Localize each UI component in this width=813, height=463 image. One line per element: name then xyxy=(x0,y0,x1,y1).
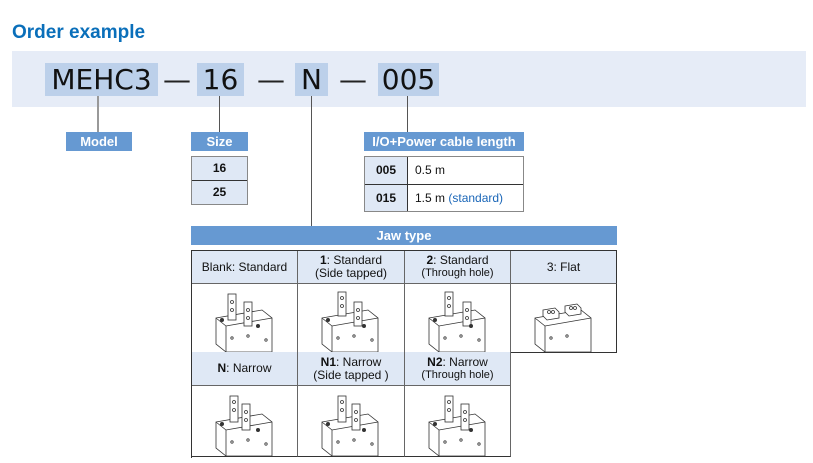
jaw-option-3: 3: Flat xyxy=(511,251,617,284)
jaw-type-label: Jaw type xyxy=(191,226,617,245)
jaw-image-row xyxy=(192,284,617,353)
jaw-code: 2 xyxy=(426,253,434,267)
gripper-narrow-side-tapped-image xyxy=(298,386,405,457)
gripper-icon xyxy=(534,303,591,352)
model-label: Model xyxy=(66,132,132,151)
jaw-label-row: N: Narrow N1: Narrow (Side tapped ) N2: … xyxy=(192,352,511,386)
jaw-connector-line xyxy=(311,96,312,226)
jaw-name: : Standard xyxy=(326,253,383,267)
gripper-icon xyxy=(321,291,379,352)
jaw-code: N2 xyxy=(427,354,443,369)
page-title: Order example xyxy=(12,22,146,43)
jaw-option-text: Blank: Standard xyxy=(201,259,288,274)
jaw-option-text: N1: Narrow xyxy=(320,354,382,369)
jaw-subtitle: (Through hole) xyxy=(421,267,494,279)
separator: — xyxy=(163,63,191,96)
jaw-label-row: Blank: Standard 1: Standard (Side tapped… xyxy=(192,251,617,284)
jaw-name: : Standard xyxy=(231,259,288,274)
gripper-icon xyxy=(215,293,272,352)
jaw-code-chip: N xyxy=(295,63,328,96)
jaw-option-1: 1: Standard (Side tapped) xyxy=(298,251,405,284)
jaw-option-n: N: Narrow xyxy=(192,352,298,386)
jaw-code: Blank xyxy=(201,259,232,274)
jaw-code: N xyxy=(217,361,227,375)
jaw-name: : Narrow xyxy=(226,361,272,375)
cable-code-chip: 005 xyxy=(378,63,439,96)
jaw-image-row xyxy=(192,386,511,457)
jaw-type-row-1: Blank: Standard 1: Standard (Side tapped… xyxy=(191,250,617,353)
model-connector-line xyxy=(97,96,99,132)
jaw-option-text: 2: Standard xyxy=(426,254,488,267)
jaw-type-row-2: N: Narrow N1: Narrow (Side tapped ) N2: … xyxy=(191,352,511,458)
gripper-through-hole-image xyxy=(405,284,511,353)
gripper-side-tapped-image xyxy=(298,284,405,353)
jaw-option-n2: N2: Narrow (Through hole) xyxy=(405,352,511,386)
size-label: Size xyxy=(191,132,248,151)
gripper-icon xyxy=(215,395,272,456)
jaw-name: : Standard xyxy=(433,253,489,267)
separator: — xyxy=(257,63,285,96)
jaw-name: : Flat xyxy=(553,259,581,274)
size-option: 25 xyxy=(192,181,247,204)
model-code-chip: MEHC3 xyxy=(45,63,158,96)
gripper-standard-image xyxy=(192,284,298,353)
cable-length-value: 0.5 m xyxy=(408,157,446,184)
cable-length-value: 1.5 m (standard) xyxy=(408,185,504,211)
jaw-option-2: 2: Standard (Through hole) xyxy=(405,251,511,284)
jaw-option-n1: N1: Narrow (Side tapped ) xyxy=(298,352,405,386)
separator: — xyxy=(339,63,367,96)
size-connector-line xyxy=(219,96,220,132)
cable-option-row: 015 1.5 m (standard) xyxy=(365,185,523,211)
jaw-option-text: N2: Narrow xyxy=(427,354,488,369)
jaw-code: 1 xyxy=(319,253,327,267)
gripper-flat-image xyxy=(511,284,617,353)
jaw-name: : Narrow xyxy=(336,354,382,369)
size-options-table: 16 25 xyxy=(191,156,248,205)
size-code-chip: 16 xyxy=(197,63,244,96)
jaw-option-text: 1: Standard xyxy=(320,254,382,267)
gripper-icon xyxy=(321,395,379,456)
cable-option-row: 005 0.5 m xyxy=(365,157,523,185)
size-option: 16 xyxy=(192,157,247,181)
cable-code: 015 xyxy=(365,185,408,211)
gripper-icon xyxy=(428,291,485,352)
jaw-code: N1 xyxy=(320,354,336,369)
jaw-option-text: N: Narrow xyxy=(217,362,271,375)
cable-connector-line xyxy=(407,96,408,132)
gripper-narrow-through-hole-image xyxy=(405,386,511,457)
standard-note: (standard) xyxy=(448,191,504,205)
jaw-name: : Narrow xyxy=(442,354,488,369)
jaw-subtitle: (Through hole) xyxy=(421,368,494,381)
jaw-option-text: 3: Flat xyxy=(546,259,581,274)
jaw-option-blank: Blank: Standard xyxy=(192,251,298,284)
cable-options-table: 005 0.5 m 015 1.5 m (standard) xyxy=(364,156,524,212)
cable-length-text: 1.5 m xyxy=(415,191,446,205)
jaw-code: 3 xyxy=(546,259,554,274)
cable-length-label: I/O+Power cable length xyxy=(364,132,524,151)
jaw-subtitle: (Side tapped) xyxy=(314,266,388,280)
cable-code: 005 xyxy=(365,157,408,184)
gripper-narrow-image xyxy=(192,386,298,457)
gripper-icon xyxy=(428,395,485,456)
jaw-subtitle: (Side tapped ) xyxy=(313,367,389,382)
